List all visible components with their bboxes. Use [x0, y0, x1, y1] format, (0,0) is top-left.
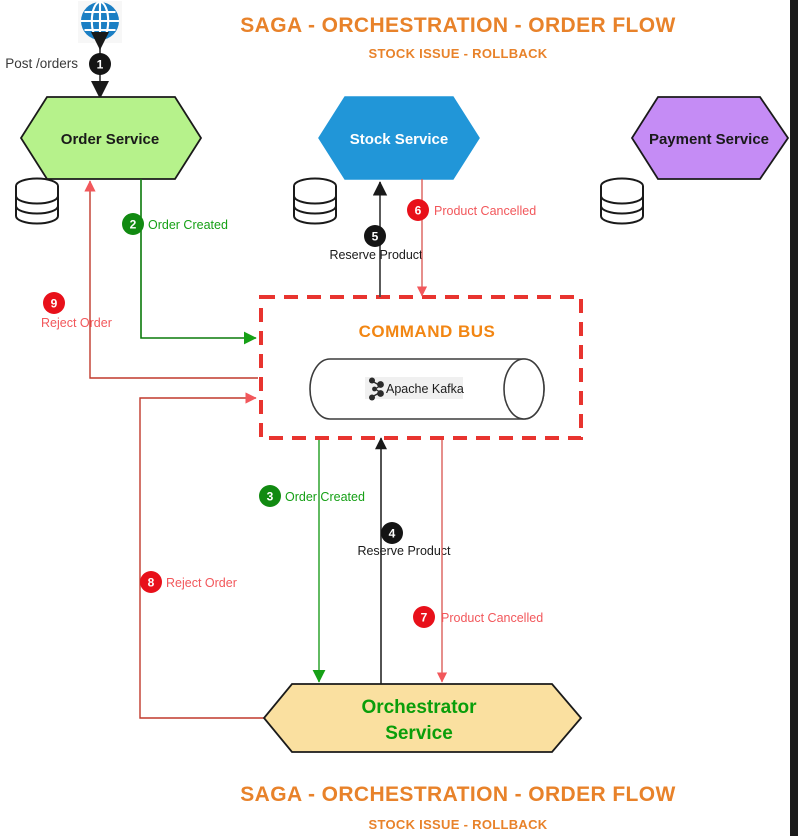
database-order-service [15, 177, 59, 225]
flow-8-label: Reject Order [166, 576, 237, 590]
flow-6-label: Product Cancelled [434, 204, 536, 218]
command-bus-border [259, 295, 583, 440]
node-stock-service[interactable]: Stock Service [318, 96, 480, 180]
page-subtitle-top: STOCK ISSUE - ROLLBACK [369, 46, 548, 61]
flow-1-post-orders: Post /orders 1 [5, 32, 111, 99]
flow-7-product-cancelled: 7 Product Cancelled [413, 440, 543, 683]
flow-7-label: Product Cancelled [441, 611, 543, 625]
badge-3-number: 3 [267, 490, 274, 504]
flow-1-label: Post /orders [5, 56, 78, 71]
node-orchestrator-service[interactable]: Orchestrator Service [262, 683, 583, 753]
flow-4-reserve-product: 4 Reserve Product [357, 437, 451, 685]
flow-4-label: Reserve Product [357, 544, 451, 558]
badge-2 [122, 213, 144, 235]
flow-5-label: Reserve Product [329, 248, 423, 262]
badge-1 [89, 53, 111, 75]
badge-9-number: 9 [51, 297, 58, 311]
badge-7-number: 7 [421, 611, 428, 625]
flow-9-reject-order: 9 Reject Order [41, 180, 258, 379]
badge-3 [259, 485, 281, 507]
badge-4 [381, 522, 403, 544]
database-stock-service [293, 177, 337, 225]
order-service-label: Order Service [61, 131, 159, 148]
badge-9 [43, 292, 65, 314]
command-bus-title: COMMAND BUS [359, 322, 496, 341]
badge-4-number: 4 [389, 527, 396, 541]
flow-3-order-created: 3 Order Created [259, 440, 365, 683]
globe-icon [78, 0, 122, 43]
flow-2-label: Order Created [148, 218, 228, 232]
badge-7 [413, 606, 435, 628]
apache-kafka-icon: Apache Kafka [365, 377, 464, 401]
flow-3-label: Order Created [285, 490, 365, 504]
database-payment-service [600, 177, 644, 225]
badge-2-number: 2 [130, 218, 137, 232]
flow-6-product-cancelled: 6 Product Cancelled [407, 179, 536, 297]
page-title-bottom: SAGA - ORCHESTRATION - ORDER FLOW [240, 783, 676, 806]
stock-service-label: Stock Service [350, 131, 448, 148]
flow-5-reserve-product: 5 Reserve Product [329, 181, 423, 297]
window-right-edge [790, 0, 798, 836]
badge-8 [140, 571, 162, 593]
orchestrator-service-label-line1: Orchestrator [361, 697, 477, 718]
badge-5 [364, 225, 386, 247]
page-subtitle-bottom: STOCK ISSUE - ROLLBACK [369, 817, 548, 832]
badge-8-number: 8 [148, 576, 155, 590]
badge-6-number: 6 [415, 204, 422, 218]
flow-9-label: Reject Order [41, 316, 112, 330]
command-bus: COMMAND BUS [259, 295, 583, 440]
flow-8-reject-order: 8 Reject Order [139, 392, 266, 719]
page-title-top: SAGA - ORCHESTRATION - ORDER FLOW [240, 14, 676, 37]
kafka-label: Apache Kafka [386, 382, 464, 396]
node-order-service[interactable]: Order Service [19, 96, 203, 180]
flow-2-order-created: 2 Order Created [122, 179, 257, 345]
payment-service-label: Payment Service [649, 131, 769, 148]
node-payment-service[interactable]: Payment Service [630, 96, 790, 180]
badge-5-number: 5 [372, 230, 379, 244]
badge-6 [407, 199, 429, 221]
badge-1-number: 1 [97, 58, 104, 72]
orchestrator-service-label-line2: Service [385, 723, 453, 744]
